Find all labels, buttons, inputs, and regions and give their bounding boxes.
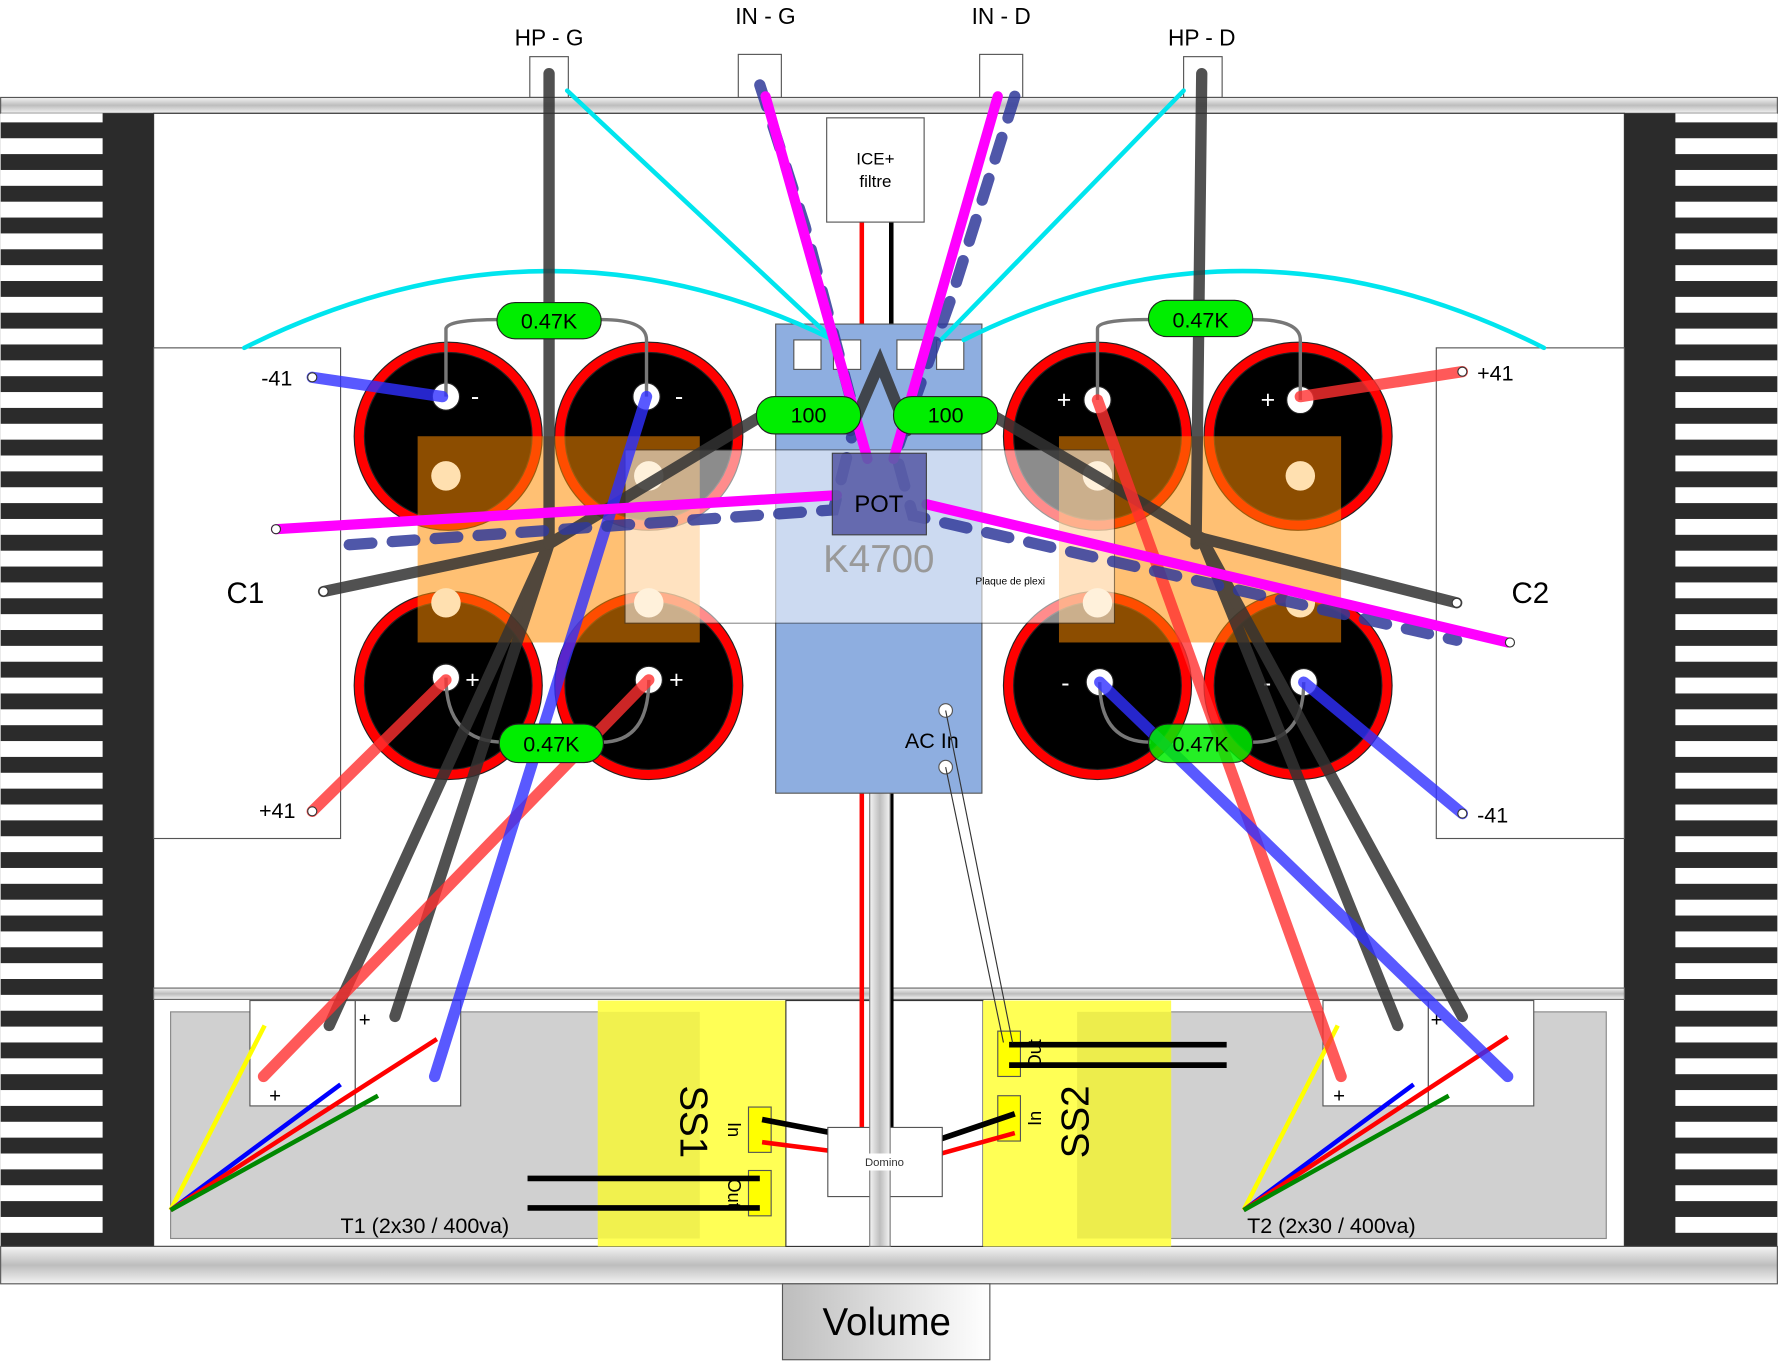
- c1-board: C1 -41 +41: [153, 347, 342, 840]
- svg-text:C2: C2: [1512, 577, 1550, 610]
- svg-text:-41: -41: [1477, 804, 1508, 828]
- svg-text:0.47K: 0.47K: [523, 732, 580, 756]
- svg-text:0.47K: 0.47K: [1172, 308, 1229, 332]
- svg-text:ICE+: ICE+: [856, 149, 894, 168]
- volume-pot: POT: [831, 452, 927, 536]
- resistor-100-right: 100: [892, 396, 999, 435]
- terminal-hp-d: HP - D: [1168, 24, 1236, 99]
- resistor-100-left: 100: [755, 396, 862, 435]
- t2-label: T2 (2x30 / 400va): [1247, 1214, 1416, 1238]
- t1-label: T1 (2x30 / 400va): [341, 1214, 510, 1238]
- svg-text:+: +: [465, 666, 480, 694]
- ice-filter-box: ICE+ filtre: [826, 117, 925, 223]
- c2-board: C2 +41 -41: [1435, 347, 1625, 840]
- top-rail: [0, 96, 1778, 114]
- svg-text:+: +: [1431, 1010, 1443, 1032]
- svg-text:+: +: [269, 1086, 281, 1108]
- svg-text:AC In: AC In: [905, 729, 959, 753]
- terminal-in-g: IN - G: [735, 3, 796, 99]
- svg-text:0.47K: 0.47K: [1172, 732, 1229, 756]
- domino-block: Domino: [852, 1153, 918, 1171]
- resistor-047k-c1-bottom: 0.47K: [498, 723, 605, 764]
- svg-text:HP - G: HP - G: [515, 24, 584, 50]
- svg-text:K4700: K4700: [823, 538, 934, 581]
- svg-text:100: 100: [791, 404, 827, 428]
- svg-text:Plaque de plexi: Plaque de plexi: [975, 577, 1045, 588]
- svg-text:-41: -41: [261, 366, 292, 390]
- svg-text:SS1: SS1: [672, 1085, 715, 1158]
- bottom-rail: [0, 1245, 1778, 1285]
- svg-text:Volume: Volume: [822, 1301, 950, 1344]
- svg-text:IN - G: IN - G: [735, 3, 795, 29]
- svg-text:In: In: [1025, 1111, 1045, 1126]
- svg-text:0.47K: 0.47K: [521, 310, 578, 334]
- svg-text:HP - D: HP - D: [1168, 24, 1236, 50]
- svg-text:POT: POT: [854, 491, 903, 518]
- svg-text:Domino: Domino: [865, 1157, 904, 1169]
- svg-text:SS2: SS2: [1054, 1085, 1097, 1158]
- svg-text:+: +: [669, 666, 684, 694]
- svg-text:+41: +41: [1477, 362, 1514, 386]
- svg-text:+: +: [1261, 386, 1276, 414]
- svg-text:-: -: [1061, 669, 1069, 697]
- left-heatsink: [0, 113, 154, 1247]
- svg-text:Out: Out: [724, 1179, 744, 1208]
- svg-text:-: -: [471, 383, 479, 411]
- svg-text:100: 100: [928, 404, 964, 428]
- resistor-047k-c2-top: 0.47K: [1147, 299, 1254, 338]
- resistor-047k-c1-top: 0.47K: [496, 301, 602, 340]
- resistor-047k-c2-bottom: 0.47K: [1147, 723, 1254, 764]
- terminal-in-d: IN - D: [972, 3, 1031, 99]
- svg-text:-: -: [675, 383, 683, 411]
- svg-text:+41: +41: [259, 799, 296, 823]
- svg-text:+: +: [359, 1010, 371, 1032]
- svg-text:+: +: [1057, 386, 1072, 414]
- ss1-out-connector: Out: [724, 1169, 772, 1217]
- svg-text:-: -: [1263, 669, 1271, 697]
- volume-knob[interactable]: Volume: [781, 1283, 991, 1361]
- svg-text:In: In: [724, 1122, 744, 1137]
- svg-text:+: +: [1333, 1086, 1345, 1108]
- svg-text:IN - D: IN - D: [972, 3, 1031, 29]
- svg-text:filtre: filtre: [859, 172, 891, 191]
- right-heatsink: [1624, 113, 1778, 1247]
- svg-text:C1: C1: [227, 577, 265, 610]
